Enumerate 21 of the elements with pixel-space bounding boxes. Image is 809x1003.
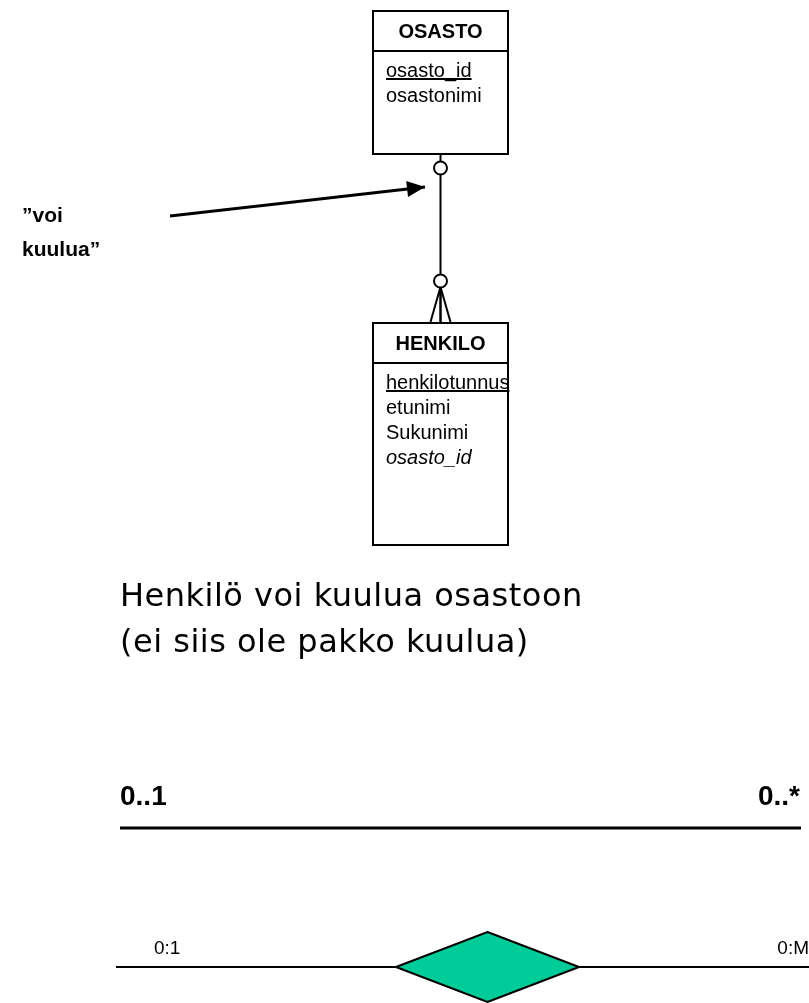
attribute-name: osastonimi <box>386 83 483 108</box>
entity-box <box>372 10 509 155</box>
connector-line <box>579 966 809 968</box>
attribute-name: henkilotunnus <box>386 370 507 395</box>
attribute-name: osasto_id <box>386 58 473 83</box>
entity-name: HENKILO <box>374 324 507 364</box>
attribute-name: Sukunimi <box>386 420 470 445</box>
cardinality-label: 0:M <box>777 937 809 959</box>
relationship-diamond <box>395 931 580 1003</box>
attribute-name: etunimi <box>386 395 452 420</box>
multiplicity-label: 0..* <box>757 780 800 812</box>
entity-name: OSASTO <box>374 12 507 52</box>
relationship-line <box>429 154 452 323</box>
note-text: ”voi kuulua” <box>22 198 122 266</box>
entity-box <box>372 322 509 546</box>
caption-text: Henkilö voi kuulua osastoon (ei siis ole pakko kuulua) <box>120 575 584 662</box>
attribute-name: osasto_id <box>386 445 473 470</box>
connector-line <box>115 966 396 968</box>
arrow <box>169 181 426 218</box>
cardinality-label: 0:1 <box>154 937 181 959</box>
multiplicity-label: 0..1 <box>120 780 167 812</box>
